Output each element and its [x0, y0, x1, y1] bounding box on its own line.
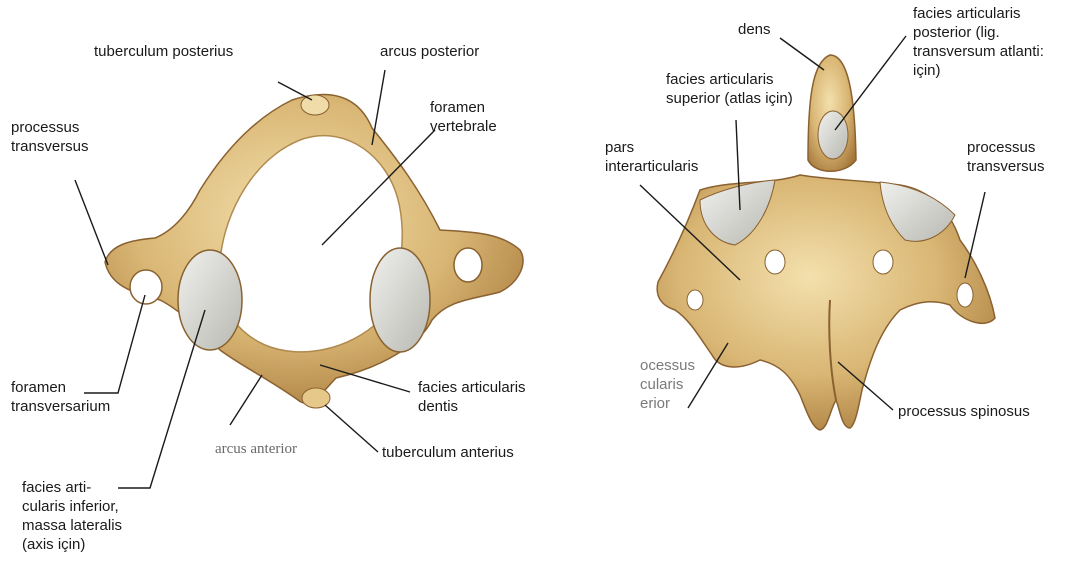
leader-tuberculum-anterius: [325, 405, 378, 452]
label-arcus-posterior: arcus posterior: [380, 42, 479, 61]
label-pars-interarticularis: pars interarticularis: [605, 138, 698, 176]
label-dens: dens: [738, 20, 771, 39]
foramen-transversarium-right: [454, 248, 482, 282]
label-facies-articularis-superior: facies articularis superior (atlas için): [666, 70, 793, 108]
label-arcus-anterior: arcus anterior: [215, 440, 297, 459]
laminar-foramen-left: [765, 250, 785, 274]
label-processus-transversus-right: processus transversus: [967, 138, 1045, 176]
laminar-foramen-right: [873, 250, 893, 274]
foramen-transversarium-left: [130, 270, 162, 304]
transverse-foramen-left: [687, 290, 703, 310]
label-tuberculum-posterius: tuberculum posterius: [94, 42, 233, 61]
leader-processus-transversus-left: [75, 180, 108, 265]
label-foramen-vertebrale: foramen vertebrale: [430, 98, 497, 136]
tuberculum-posterius-knob: [301, 95, 329, 115]
label-facies-articularis-posterior: facies articularis posterior (lig. trans…: [913, 4, 1044, 80]
transverse-foramen-right: [957, 283, 973, 307]
label-processus-spinosus: processus spinosus: [898, 402, 1030, 421]
label-processus-articularis-inferior: ocessus cularis erior: [640, 356, 695, 413]
facet-inferior-left: [178, 250, 242, 350]
leader-tuberculum-posterius: [278, 82, 312, 100]
label-facies-articularis-inferior: facies arti- cularis inferior, massa lat…: [22, 478, 122, 554]
leader-dens: [780, 38, 824, 70]
facet-right: [370, 248, 430, 352]
leader-arcus-anterior: [230, 375, 262, 425]
label-processus-transversus-left: processus transversus: [11, 118, 89, 156]
label-foramen-transversarium: foramen transversarium: [11, 378, 110, 416]
atlas-vertebra: [105, 95, 523, 408]
label-facies-articularis-dentis: facies articularis dentis: [418, 378, 526, 416]
leader-arcus-posterior: [372, 70, 385, 145]
axis-vertebra: [657, 55, 995, 430]
label-tuberculum-anterius: tuberculum anterius: [382, 443, 514, 462]
